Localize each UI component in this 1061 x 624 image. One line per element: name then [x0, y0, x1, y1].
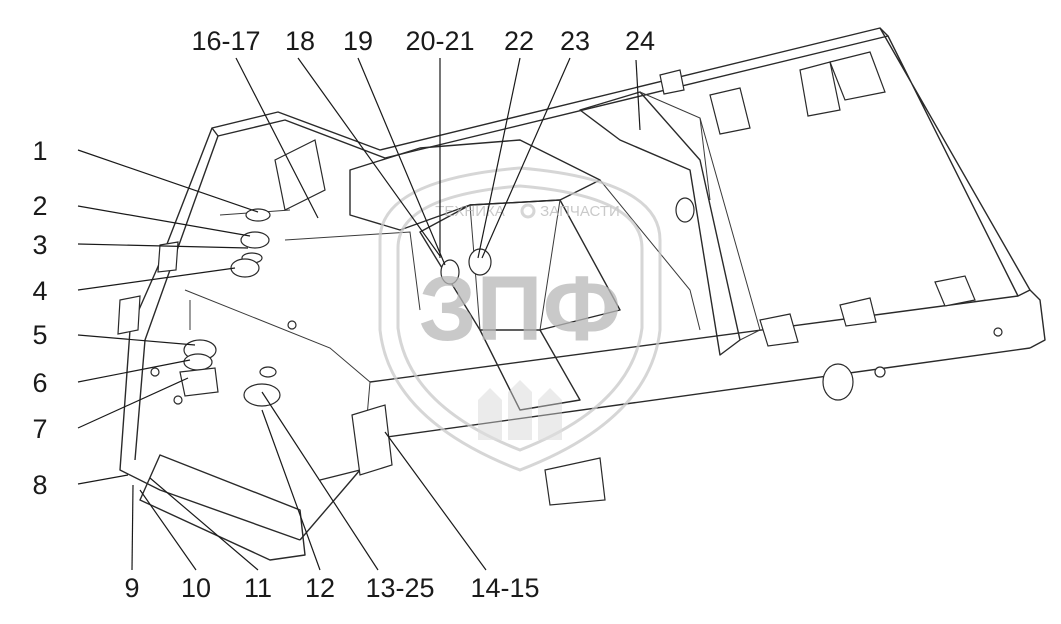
callout-13-25: 13-25: [365, 573, 434, 603]
callout-23: 23: [560, 26, 590, 56]
callout-24: 24: [625, 26, 655, 56]
callout-6: 6: [32, 368, 47, 398]
callout-18: 18: [285, 26, 315, 56]
callout-5: 5: [32, 320, 47, 350]
cross-member-rear: [579, 91, 761, 356]
brackets: [117, 51, 976, 506]
callout-labels: 1 2 3 4 5 6 7 8 9 10 11 12 13-25 14-15 1…: [32, 26, 655, 603]
callout-7: 7: [32, 414, 47, 444]
callout-19: 19: [343, 26, 373, 56]
callout-9: 9: [124, 573, 139, 603]
callout-1: 1: [32, 136, 47, 166]
callout-22: 22: [504, 26, 534, 56]
watermark-bottom-text: ЗАПЧАСТИ: [540, 203, 620, 220]
callout-16-17: 16-17: [191, 26, 260, 56]
leader-lines: [77, 57, 641, 571]
watermark-top-text: ТЕХНИКА: [435, 203, 505, 220]
callout-14-15: 14-15: [470, 573, 539, 603]
callout-3: 3: [32, 230, 47, 260]
callout-8: 8: [32, 470, 47, 500]
watermark-logo-text: ЗПФ: [419, 258, 621, 360]
steering-column-assembly: [150, 197, 1003, 407]
callout-12: 12: [305, 573, 335, 603]
callout-2: 2: [32, 191, 47, 221]
callout-20-21: 20-21: [405, 26, 474, 56]
watermark-logo: ЗПФ ТЕХНИКА ЗАПЧАСТИ: [378, 166, 662, 472]
callout-10: 10: [181, 573, 211, 603]
gear-icon: [520, 203, 536, 219]
callout-11: 11: [244, 573, 272, 603]
callout-4: 4: [32, 276, 47, 306]
